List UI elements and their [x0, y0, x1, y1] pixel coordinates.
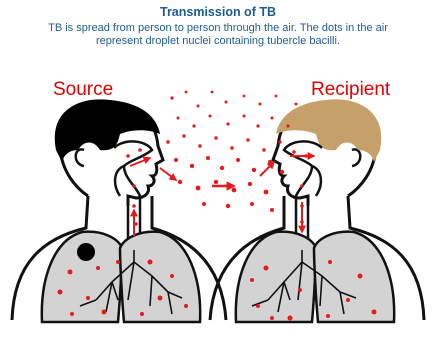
source-person — [12, 99, 226, 322]
recipient-hair — [276, 99, 381, 162]
inhale-arrow — [260, 162, 274, 176]
recipient-ear — [352, 149, 360, 166]
source-ear — [76, 149, 84, 166]
source-hair — [55, 99, 160, 162]
recipient-right-lung — [314, 232, 394, 322]
airborne-droplet-nuclei — [166, 91, 297, 212]
exhale-arrow — [160, 168, 176, 180]
source-lung-cavity — [77, 243, 95, 261]
source-label: Source — [53, 79, 113, 101]
recipient-person — [210, 99, 424, 322]
recipient-label: Recipient — [311, 79, 390, 101]
